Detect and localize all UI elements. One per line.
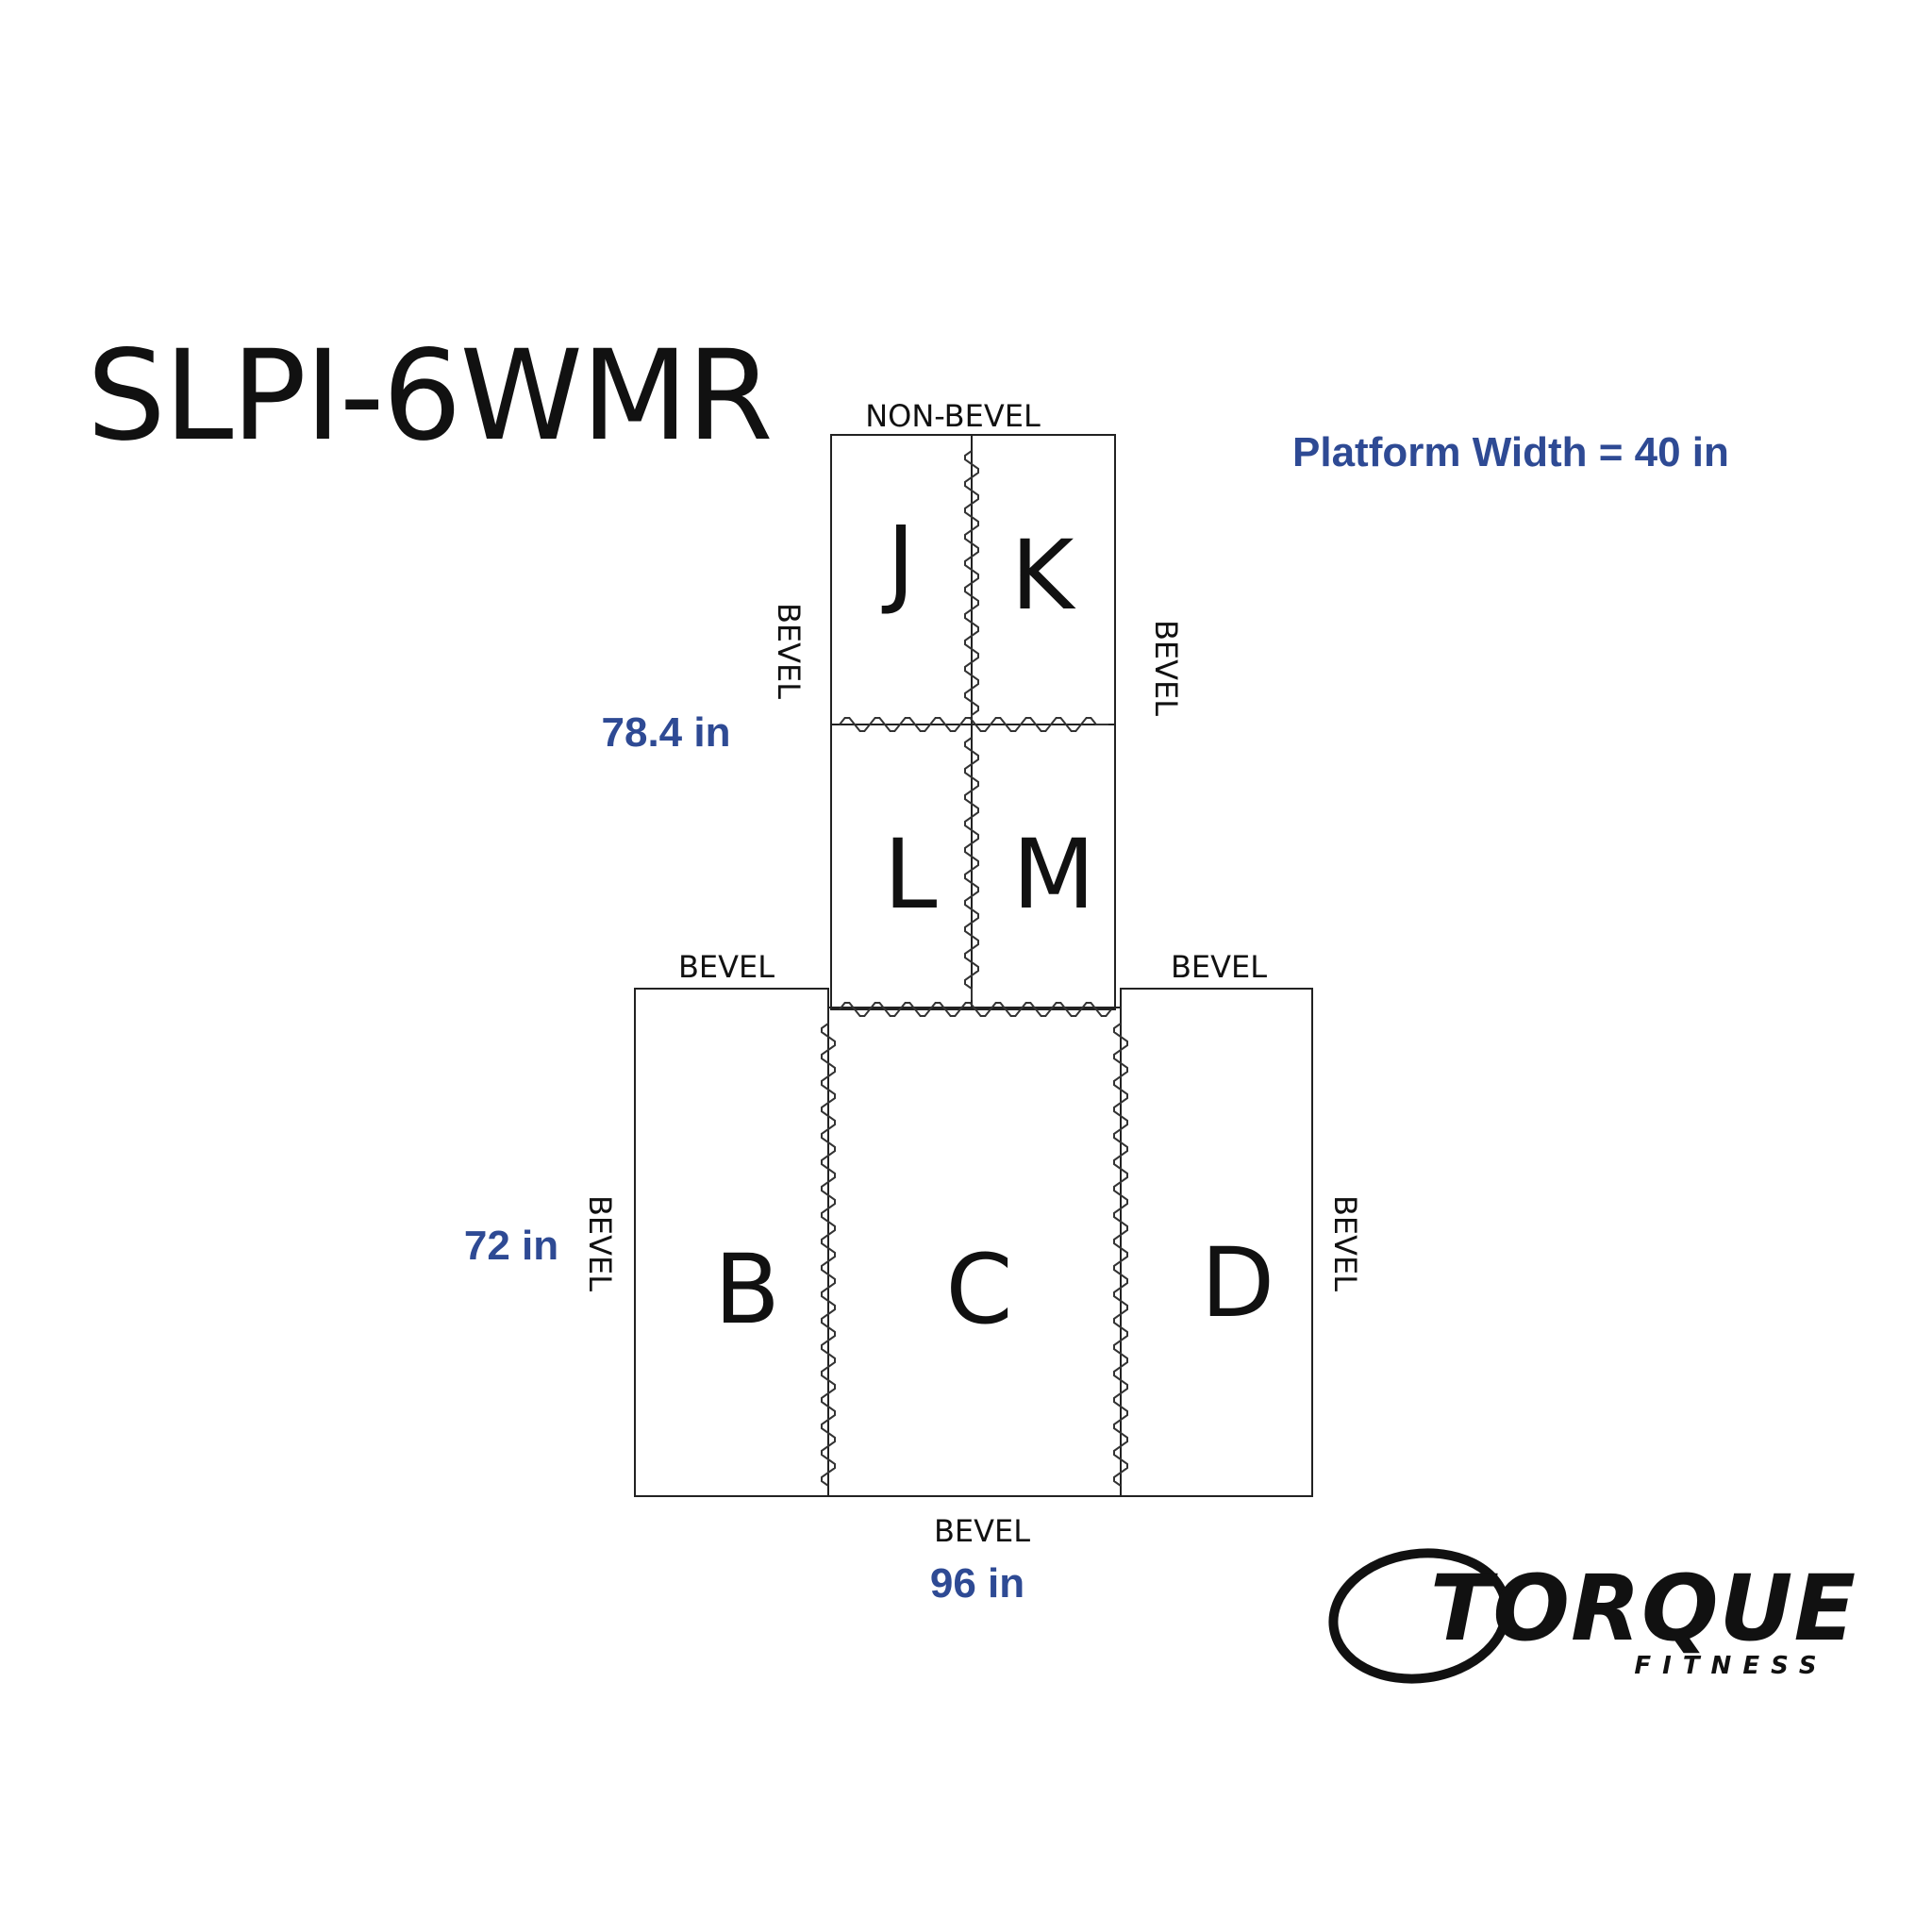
tile-m <box>971 724 1116 1010</box>
tile-label-k: K <box>1011 520 1077 632</box>
tile-label-j: J <box>881 506 915 618</box>
platform-width-label: Platform Width = 40 in <box>1292 429 1729 475</box>
tile-label-l: L <box>884 819 938 931</box>
seam-jk-lm <box>839 717 1108 732</box>
logo-swoosh <box>1328 1548 1511 1684</box>
seam-l-m <box>964 737 979 1000</box>
edge-label-upper-left: BEVEL <box>771 603 807 699</box>
edge-label-shoulder-right: BEVEL <box>1171 949 1267 985</box>
edge-label-lower-right: BEVEL <box>1327 1195 1363 1291</box>
logo-sub-text: FITNESS <box>1634 1652 1827 1680</box>
dimension-total-width: 96 in <box>930 1560 1024 1607</box>
interlock-seams <box>821 450 1128 1487</box>
tile-d <box>1120 988 1313 1497</box>
edge-label-upper-right: BEVEL <box>1148 620 1184 716</box>
tile-label-c: C <box>945 1234 1012 1346</box>
edge-label-shoulder-left: BEVEL <box>678 949 774 985</box>
logo-brand-text: TORQUE <box>1430 1556 1857 1661</box>
tile-label-d: D <box>1201 1227 1275 1340</box>
seam-lm-c <box>839 1002 1112 1017</box>
edge-label-lower-left: BEVEL <box>582 1195 618 1291</box>
model-title: SLPI-6WMR <box>87 324 772 469</box>
dimension-upper-height: 78.4 in <box>602 709 731 756</box>
seam-b-c <box>821 1023 836 1487</box>
edge-label-bottom: BEVEL <box>934 1513 1030 1549</box>
tile-label-b: B <box>714 1234 780 1346</box>
dimension-lower-height: 72 in <box>464 1223 558 1269</box>
seam-j-k <box>964 450 979 717</box>
edge-label-top: NON-BEVEL <box>865 398 1041 434</box>
torque-fitness-logo: TORQUE FITNESS <box>1328 1548 1857 1684</box>
tile-label-m: M <box>1012 819 1095 931</box>
seam-c-d <box>1113 1023 1128 1487</box>
